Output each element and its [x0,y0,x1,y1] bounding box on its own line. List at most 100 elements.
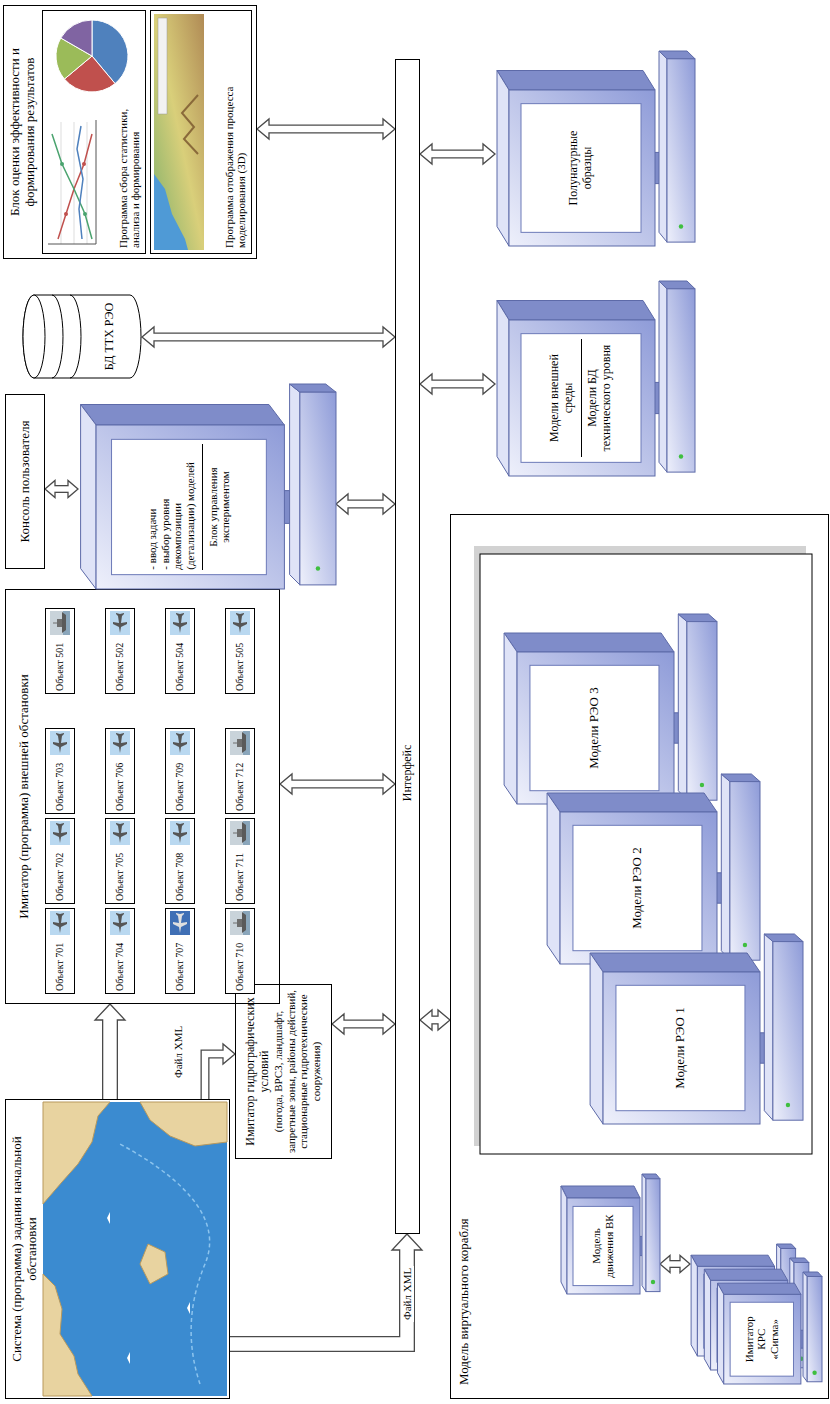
text-stack: Программа сбора статистики, анализа и фо… [117,98,142,248]
path-part [61,20,92,56]
path-part [182,95,198,154]
aircraft-silhouette [173,913,187,933]
connector-fill [290,781,386,787]
connector [420,1010,450,1030]
case-top [659,281,667,472]
case-side [764,934,803,942]
case-side [721,774,760,782]
text-stack: Объект 702 [54,847,66,901]
ship-hull [62,612,66,633]
text-stack: Программа отображения процесса моделиров… [223,14,248,248]
connector-fill [342,1021,386,1027]
path-part [120,1144,210,1384]
text-stack: Модель движения ВК [590,1211,615,1280]
monitor-top [718,1283,724,1384]
node-text: Объект 505 [234,637,246,691]
thumbnail-sky [110,611,130,635]
text-stack: Модели внешней средыМодели БД техническо… [548,339,613,458]
text-area: Программа отображения процесса моделиров… [207,11,251,251]
monitor-front [509,320,655,476]
object-box: Объект 704 [105,908,135,994]
text-area: Объект 504 [166,636,194,692]
monitor-top [561,1186,567,1294]
ship-hull [242,822,246,843]
connector [230,1234,422,1344]
thumbnail-sky [170,731,190,755]
text-area: Полунатурные образцы [523,106,639,231]
thumbnail-sky [110,911,130,935]
monitor-side [590,953,760,972]
monitor-screen [573,1206,633,1285]
object-thumbnail [230,611,250,635]
monitor-side [504,633,674,652]
case-top [659,51,667,242]
case-top [721,774,730,960]
monitor-top [590,953,603,1124]
power-light [743,943,747,947]
node-text: Модели внешней среды [548,339,576,458]
node-text: Модель движения ВК [590,1211,615,1280]
case-side [790,1258,809,1263]
aircraft-silhouette [113,613,127,633]
node-text: Объект 704 [114,937,126,991]
polygon-part [154,174,188,250]
ship-mast [233,743,237,744]
aircraft-silhouette [173,613,187,633]
text-area: Объект 501 [46,636,74,692]
monitor-front [96,425,284,589]
line-part [74,122,75,244]
connector [336,494,395,514]
case-top [803,1272,807,1382]
rect-part [158,18,167,114]
aircraft-silhouette [113,913,127,933]
connector-fill [346,501,386,507]
cylinder-outline [22,294,142,379]
line-part [87,122,88,244]
object-box: Объект 709 [165,728,195,814]
object-box: Объект 708 [165,818,195,904]
text-area: Блок оценки эффективности и формирования… [4,6,42,258]
connector-outline [230,1250,407,1344]
text-area: Объект 706 [106,756,134,812]
case-top [290,384,300,585]
monitor-screen [730,1302,793,1376]
text-area: БД ТТХ РЭО [84,298,136,375]
object-thumbnail [50,611,70,635]
aircraft-silhouette [53,823,67,843]
text-stack: Имитатор КРС «Сигма» [743,1307,781,1371]
thumbnail-sea [243,731,250,755]
node-text: Блок управления экспериментом [202,444,232,569]
text-area: Интерфейс [396,713,419,833]
connector-fill [267,126,386,132]
computer-illustration [545,774,760,964]
monitor-front [567,1198,640,1294]
text-area: Объект 707 [166,936,194,992]
text-stack: Объект 505 [234,637,246,691]
object-thumbnail [230,911,250,935]
connector-fill [205,1054,226,1099]
computer-case [807,1276,822,1381]
object-thumbnail [230,821,250,845]
line-part [61,122,62,244]
computer-case [730,782,760,961]
thumbnail-sea [63,611,70,635]
case-side [290,384,336,392]
monitor-screen [112,439,267,574]
pie-chart [56,20,128,92]
thumbnail-sky [50,821,70,845]
thumbnail-ground [230,821,250,845]
rect-part [154,14,204,250]
ship-mast [53,623,57,624]
text-area: Консоль пользователя [6,395,44,568]
object-thumbnail [110,821,130,845]
case-side [777,1244,796,1249]
text-stack: БД ТТХ РЭО [103,301,117,372]
power-light [651,1280,655,1284]
aircraft-silhouette [113,733,127,753]
node-text: Объект 708 [174,847,186,901]
ship-superstructure [237,919,242,927]
case-side [659,281,695,289]
polyline-part [77,126,83,239]
monitor-top [497,71,509,247]
